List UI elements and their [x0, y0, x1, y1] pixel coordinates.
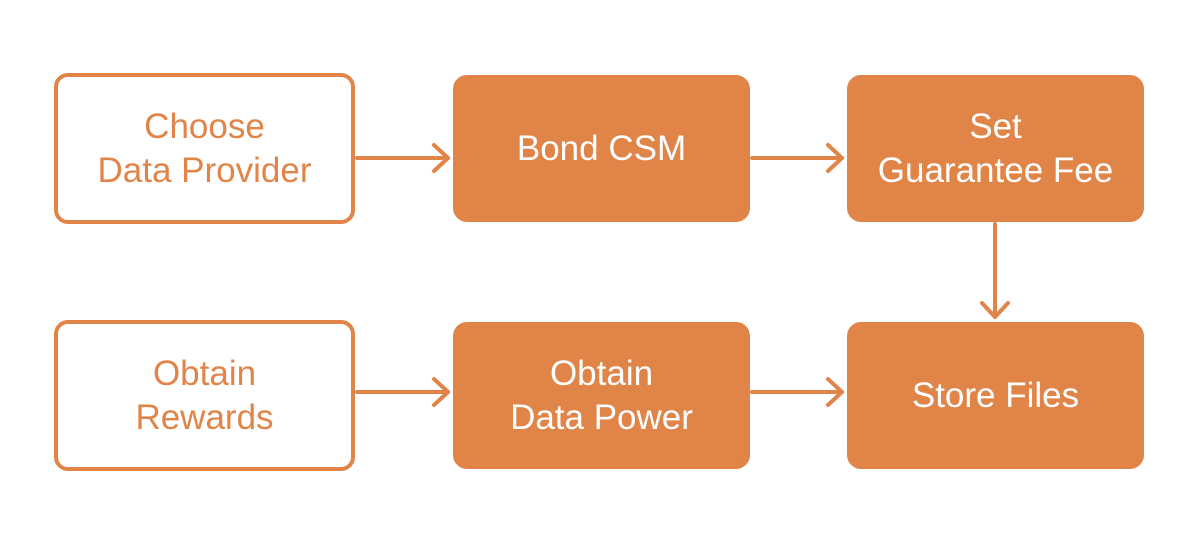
edge-data-power-to-store-files	[750, 377, 844, 407]
node-obtain-data-power: Obtain Data Power	[453, 322, 750, 469]
node-label-line: Set	[969, 106, 1022, 146]
node-choose-data-provider: Choose Data Provider	[54, 73, 355, 224]
node-label-line: Bond CSM	[516, 128, 687, 168]
node-label-line: Choose	[144, 106, 265, 146]
node-set-guarantee-fee: Set Guarantee Fee	[847, 75, 1144, 222]
node-obtain-rewards: Obtain Rewards	[54, 320, 355, 471]
edge-set-fee-to-store-files	[980, 222, 1010, 319]
node-label-line: Obtain	[152, 353, 257, 393]
node-bond-csm: Bond CSM	[453, 75, 750, 222]
node-label-line: Data Power	[510, 397, 693, 437]
node-label-line: Guarantee Fee	[877, 150, 1114, 190]
edge-choose-to-bond	[355, 143, 450, 173]
edge-rewards-to-data-power	[355, 377, 450, 407]
node-store-files: Store Files	[847, 322, 1144, 469]
edge-bond-to-set-fee	[750, 143, 844, 173]
node-label-line: Rewards	[135, 397, 274, 437]
node-label-line: Store Files	[911, 375, 1080, 415]
node-label-line: Obtain	[549, 353, 654, 393]
node-label-line: Data Provider	[97, 150, 312, 190]
